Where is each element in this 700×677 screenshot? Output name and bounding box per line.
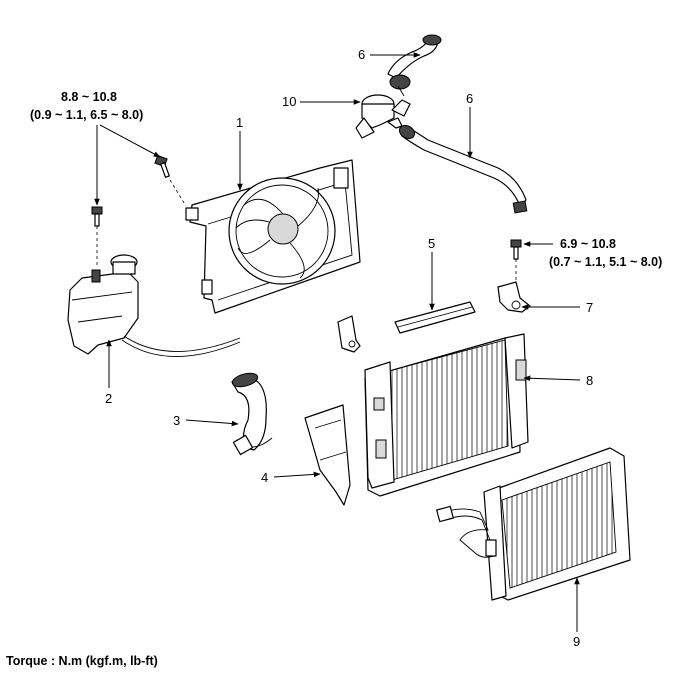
callout-6-lower: 6 <box>466 91 473 106</box>
torque-spec-left: 8.8 ~ 10.8 (0.9 ~ 1.1, 6.5 ~ 8.0) <box>30 90 143 122</box>
callout-6-top: 6 <box>358 47 365 62</box>
torque-unit-note: Torque : N.m (kgf.m, lb-ft) <box>6 654 158 668</box>
fan-shroud-part <box>185 159 361 314</box>
radiator-hose-part <box>398 124 528 214</box>
callout-4: 4 <box>261 470 268 485</box>
bolt-clip-fastener <box>510 239 522 284</box>
leader-torque-left-b <box>99 124 161 158</box>
callout-labels: 1 2 3 4 5 6 6 7 8 9 10 <box>105 47 593 649</box>
leader-3 <box>185 419 239 427</box>
callout-10: 10 <box>282 94 296 109</box>
water-inlet-fitting-part <box>355 94 411 139</box>
mount-bracket-part <box>337 315 361 353</box>
bolt-tank-fastener <box>91 206 103 268</box>
torque-spec-right: 6.9 ~ 10.8 (0.7 ~ 1.1, 5.1 ~ 8.0) <box>549 237 662 269</box>
leader-4 <box>273 471 321 478</box>
upper-bracket-part <box>394 301 476 334</box>
callout-2: 2 <box>105 391 112 406</box>
air-guard-part <box>304 404 351 506</box>
leader-lines <box>94 52 581 632</box>
torque-right-nm: 6.9 ~ 10.8 <box>560 237 616 251</box>
radiator-part <box>364 333 529 497</box>
upper-hose-part <box>387 34 442 97</box>
callout-8: 8 <box>586 373 593 388</box>
lower-hose-part <box>231 372 273 456</box>
leader-8 <box>523 375 581 382</box>
callout-7: 7 <box>586 300 593 315</box>
callout-3: 3 <box>173 413 180 428</box>
torque-left-alt: (0.9 ~ 1.1, 6.5 ~ 8.0) <box>30 108 143 122</box>
reservoir-tank-part <box>67 254 241 357</box>
callout-9: 9 <box>573 634 580 649</box>
bolt-shroud-fastener <box>154 154 187 207</box>
condenser-part <box>436 447 631 601</box>
callout-5: 5 <box>428 236 435 251</box>
torque-right-alt: (0.7 ~ 1.1, 5.1 ~ 8.0) <box>549 255 662 269</box>
callout-1: 1 <box>236 115 243 130</box>
torque-left-nm: 8.8 ~ 10.8 <box>61 90 117 104</box>
